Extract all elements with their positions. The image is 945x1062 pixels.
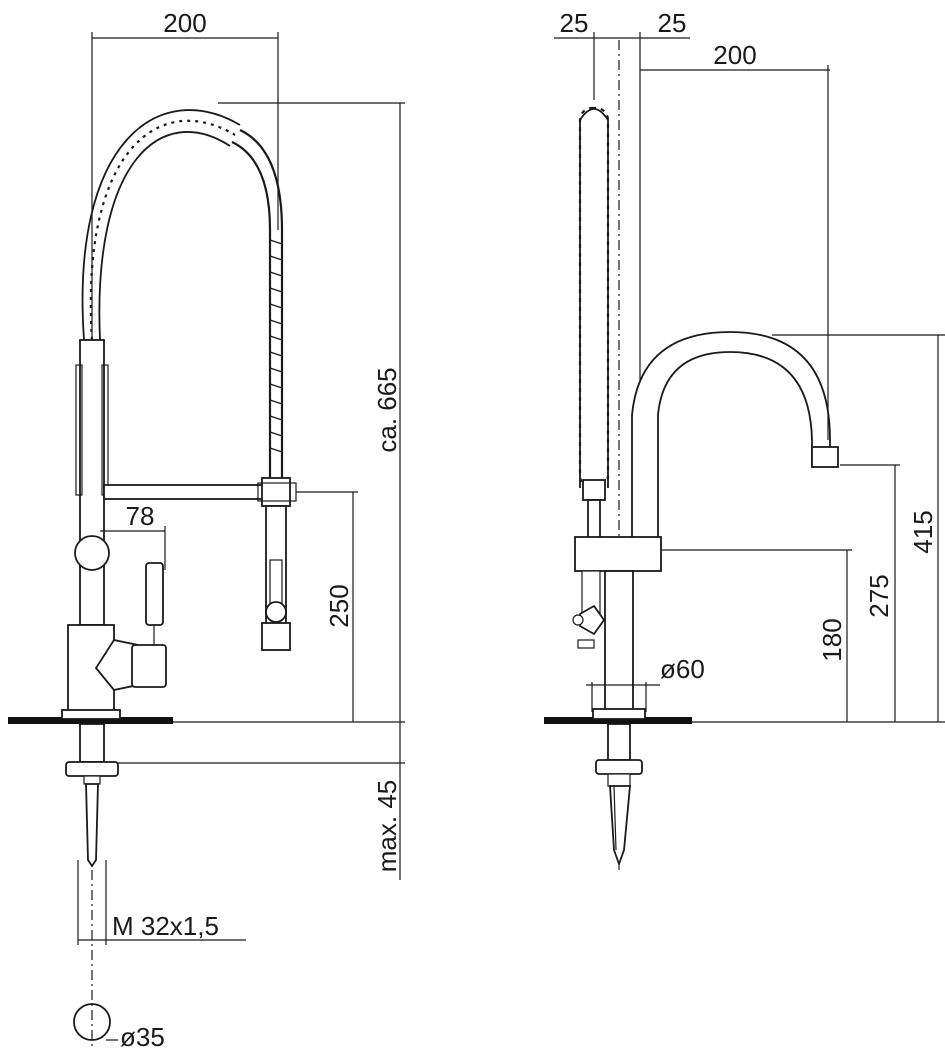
thread-label: M 32x1,5 <box>112 911 219 941</box>
supply-pipe-front <box>85 783 99 868</box>
base-diameter-label: ø60 <box>660 654 705 684</box>
dim-below-counter: max. 45 <box>372 780 402 873</box>
dim-spout-height: 250 <box>324 584 354 627</box>
body-side <box>604 570 634 712</box>
faucet-pole <box>79 339 105 626</box>
lever-block-side <box>574 536 662 572</box>
spray-hose <box>231 141 272 478</box>
countertop-plate-side <box>544 717 692 724</box>
dim-outlet-height: 275 <box>864 574 894 617</box>
dim-total-height: ca. 665 <box>372 367 402 452</box>
side-view: 25 25 200 415 275 180 ø60 <box>544 8 945 870</box>
dim-top-width: 200 <box>163 8 206 38</box>
dim-lever-height: 180 <box>817 618 847 661</box>
hole-diameter-label: ø35 <box>120 1022 165 1052</box>
lever-handle <box>145 562 164 626</box>
dim-left-offset: 25 <box>560 8 589 38</box>
spray-clamp <box>261 477 291 507</box>
supply-pipe-side <box>609 785 631 867</box>
shank-front <box>79 723 105 763</box>
dim-lever-offset: 78 <box>126 501 155 531</box>
front-view: 200 ca. 665 78 250 max. 45 M 32x1,5 ø35 <box>8 8 405 1052</box>
dim-body-height: 415 <box>908 510 938 553</box>
spring-coil <box>89 119 236 341</box>
spring-coil-side <box>578 106 610 490</box>
spout-side <box>631 331 831 540</box>
spring-bar <box>103 484 267 500</box>
countertop-plate-front <box>8 717 173 724</box>
pole-knob <box>74 535 110 571</box>
shank-side <box>607 723 631 761</box>
dim-right-offset: 25 <box>658 8 687 38</box>
dim-reach: 200 <box>713 40 756 70</box>
mounting-hole <box>73 1003 111 1041</box>
